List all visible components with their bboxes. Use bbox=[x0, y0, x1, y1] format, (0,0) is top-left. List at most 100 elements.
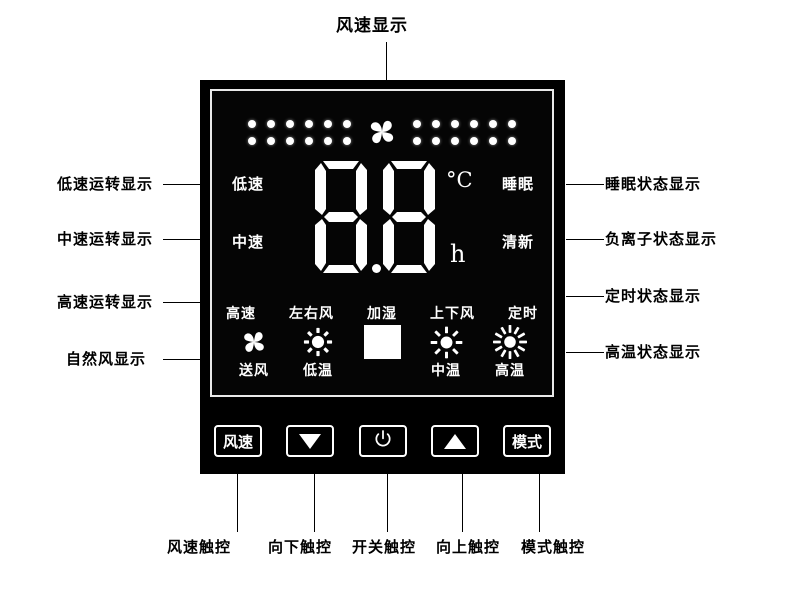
dot bbox=[248, 136, 256, 145]
dot bbox=[267, 136, 275, 145]
dot bbox=[248, 119, 256, 128]
leader-line-top bbox=[386, 42, 387, 80]
callout-medium-speed-running: 中速运转显示 bbox=[57, 230, 154, 248]
leader-line-low-speed bbox=[163, 184, 200, 185]
leader-line-mode-touch bbox=[539, 474, 540, 532]
mode-button-label: 模式 bbox=[511, 432, 542, 451]
lcd-label-humidify: 加湿 bbox=[367, 306, 397, 322]
dot-column bbox=[248, 119, 256, 145]
dot bbox=[286, 119, 294, 128]
lcd-label-timer: 定时 bbox=[508, 306, 538, 322]
callout-mode-touch: 模式触控 bbox=[521, 538, 586, 556]
dot bbox=[489, 136, 497, 145]
dot bbox=[305, 119, 313, 128]
touch-button-row: 风速 模式 bbox=[214, 425, 551, 457]
leader-line-down-touch bbox=[314, 474, 315, 532]
callout-timer-status: 定时状态显示 bbox=[605, 287, 702, 305]
lcd-label-mid-temp: 中温 bbox=[431, 363, 461, 379]
device-panel: 低速 中速 睡眠 清新 bbox=[200, 80, 565, 474]
callout-high-speed-running: 高速运转显示 bbox=[57, 293, 154, 311]
leader-line-natural-wind bbox=[163, 359, 200, 360]
dot bbox=[343, 119, 351, 128]
blank-box-icon bbox=[363, 325, 401, 359]
leader-line-up-touch bbox=[462, 474, 463, 532]
down-button[interactable] bbox=[286, 425, 335, 457]
function-cell-high-temp: 高温 bbox=[482, 325, 538, 380]
dot-column bbox=[470, 119, 478, 145]
leader-line-medium-speed bbox=[163, 239, 200, 240]
dot bbox=[451, 119, 459, 128]
sun-mid-icon bbox=[430, 325, 463, 359]
blank-indicator-box bbox=[363, 325, 401, 359]
lcd-label-high-temp: 高温 bbox=[495, 363, 525, 379]
callout-sleep-status: 睡眠状态显示 bbox=[605, 175, 702, 193]
dot bbox=[470, 119, 478, 128]
function-cell-blow-air: 送风 bbox=[226, 325, 282, 380]
callout-up-touch: 向上触控 bbox=[436, 538, 501, 556]
triangle-up-icon bbox=[443, 433, 466, 449]
seven-segment-digit bbox=[312, 158, 370, 276]
lcd-label-vertical-swing: 上下风 bbox=[430, 306, 475, 322]
dot bbox=[267, 119, 275, 128]
dot bbox=[432, 136, 440, 145]
dot bbox=[413, 136, 421, 145]
dot bbox=[508, 119, 516, 128]
lcd-middle-zone: 低速 中速 睡眠 清新 bbox=[212, 153, 552, 303]
dot-column bbox=[489, 119, 497, 145]
callout-natural-wind-display: 自然风显示 bbox=[66, 350, 147, 368]
power-button[interactable] bbox=[358, 425, 407, 457]
dot-column bbox=[305, 119, 313, 145]
sun-low-icon bbox=[302, 325, 334, 359]
fan-icon bbox=[239, 325, 269, 359]
callout-down-touch: 向下触控 bbox=[268, 538, 333, 556]
fan-speed-button[interactable]: 风速 bbox=[214, 425, 262, 457]
dot bbox=[286, 136, 294, 145]
callout-power-touch: 开关触控 bbox=[352, 538, 417, 556]
decimal-point-indicator bbox=[372, 264, 381, 273]
dot-column bbox=[324, 119, 332, 145]
lcd-label-medium-speed: 中速 bbox=[232, 233, 265, 251]
up-button[interactable] bbox=[430, 425, 479, 457]
dot bbox=[470, 136, 478, 145]
dot-column bbox=[343, 119, 351, 145]
mode-button[interactable]: 模式 bbox=[503, 425, 551, 457]
fan-icon bbox=[365, 115, 399, 149]
dot bbox=[451, 136, 459, 145]
dot bbox=[489, 119, 497, 128]
lcd-label-low-temp: 低温 bbox=[303, 363, 333, 379]
dot bbox=[432, 119, 440, 128]
power-icon bbox=[373, 429, 393, 453]
function-cell-low-temp: 低温 bbox=[290, 325, 346, 380]
dot bbox=[343, 136, 351, 145]
dot bbox=[324, 119, 332, 128]
function-cell-humidify bbox=[354, 325, 410, 360]
dot-matrix-row bbox=[212, 113, 552, 151]
lcd-label-blow-air: 送风 bbox=[239, 363, 269, 379]
callout-high-temp-status: 高温状态显示 bbox=[605, 343, 702, 361]
seven-segment-display: °C h bbox=[310, 158, 473, 293]
leader-line-fan-speed-touch bbox=[237, 474, 238, 532]
dot bbox=[324, 136, 332, 145]
lcd-label-fresh: 清新 bbox=[501, 233, 534, 251]
unit-hour-label: h bbox=[450, 240, 466, 268]
lcd-label-horizontal-swing: 左右风 bbox=[289, 306, 334, 322]
triangle-down-icon bbox=[299, 433, 322, 449]
callout-anion-status: 负离子状态显示 bbox=[605, 230, 718, 248]
function-cell-mid-temp: 中温 bbox=[418, 325, 474, 380]
dot bbox=[413, 119, 421, 128]
callout-fan-speed-display: 风速显示 bbox=[336, 16, 408, 36]
function-label-row: 高速 左右风 加湿 上下风 定时 bbox=[226, 303, 538, 323]
function-icon-row: 送风 bbox=[226, 325, 538, 380]
lcd-label-sleep: 睡眠 bbox=[501, 175, 534, 193]
callout-low-speed-running: 低速运转显示 bbox=[57, 175, 154, 193]
lcd-screen: 低速 中速 睡眠 清新 bbox=[210, 89, 554, 397]
dot-column bbox=[413, 119, 421, 145]
seven-segment-digit bbox=[380, 158, 438, 276]
leader-line-high-speed bbox=[163, 302, 200, 303]
leader-line-sleep bbox=[566, 184, 604, 185]
leader-line-high-temp bbox=[566, 352, 604, 353]
callout-fan-speed-touch: 风速触控 bbox=[167, 538, 232, 556]
dot-column bbox=[451, 119, 459, 145]
leader-line-anion bbox=[566, 239, 604, 240]
dot-column bbox=[508, 119, 516, 145]
